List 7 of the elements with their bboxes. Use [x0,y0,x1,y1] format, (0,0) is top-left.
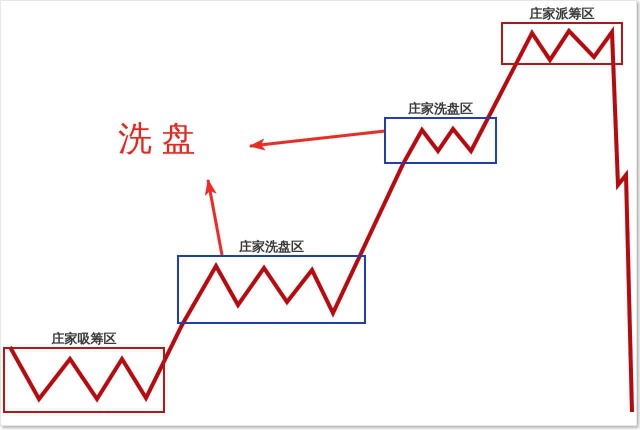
zone-label: 庄家派筹区 [530,6,594,21]
zone-label: 庄家洗盘区 [408,101,473,116]
arrow [249,130,384,150]
zone-label: 庄家洗盘区 [239,239,304,254]
arrow [204,179,224,256]
zone-label: 庄家吸筹区 [52,331,116,346]
callout-text: 洗 盘 [118,120,196,158]
